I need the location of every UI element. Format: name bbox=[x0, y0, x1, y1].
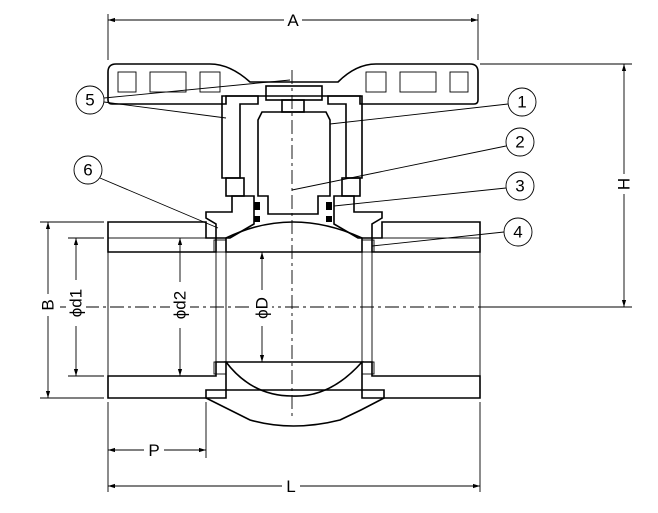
dimension-p-label: P bbox=[148, 441, 159, 460]
dimension-d2: ϕd2 bbox=[170, 238, 190, 376]
dimension-p: P bbox=[107, 402, 207, 492]
dimension-d-label: ϕD bbox=[253, 297, 272, 319]
dimension-b-label: B bbox=[39, 299, 58, 310]
callout-4: 4 bbox=[371, 217, 533, 247]
callout-2-label: 2 bbox=[515, 133, 524, 152]
dimension-d1-label: ϕd1 bbox=[67, 289, 86, 317]
callout-6: 6 bbox=[73, 155, 219, 229]
dimension-d1: ϕd1 bbox=[66, 237, 104, 377]
handle bbox=[107, 63, 479, 179]
callout-3: 3 bbox=[333, 171, 535, 207]
dimension-h-label: H bbox=[615, 178, 634, 190]
dimension-a-label: A bbox=[287, 11, 299, 30]
callout-5-label: 5 bbox=[85, 91, 94, 110]
callout-5: 5 bbox=[75, 79, 291, 119]
valve-body bbox=[107, 195, 481, 427]
callout-6-label: 6 bbox=[83, 161, 92, 180]
dimension-l: L bbox=[108, 402, 481, 496]
dimension-h: H bbox=[480, 63, 634, 308]
dimension-a: A bbox=[107, 10, 479, 60]
callout-1: 1 bbox=[329, 87, 537, 125]
dimension-b: B bbox=[38, 221, 104, 399]
dimension-d: ϕD bbox=[252, 252, 272, 362]
dimension-d2-label: ϕd2 bbox=[171, 291, 190, 319]
callout-3-label: 3 bbox=[515, 177, 524, 196]
callout-1-label: 1 bbox=[517, 93, 526, 112]
dimension-l-label: L bbox=[286, 477, 295, 496]
callout-4-label: 4 bbox=[513, 223, 522, 242]
callout-2: 2 bbox=[291, 127, 535, 191]
stem bbox=[225, 111, 361, 215]
